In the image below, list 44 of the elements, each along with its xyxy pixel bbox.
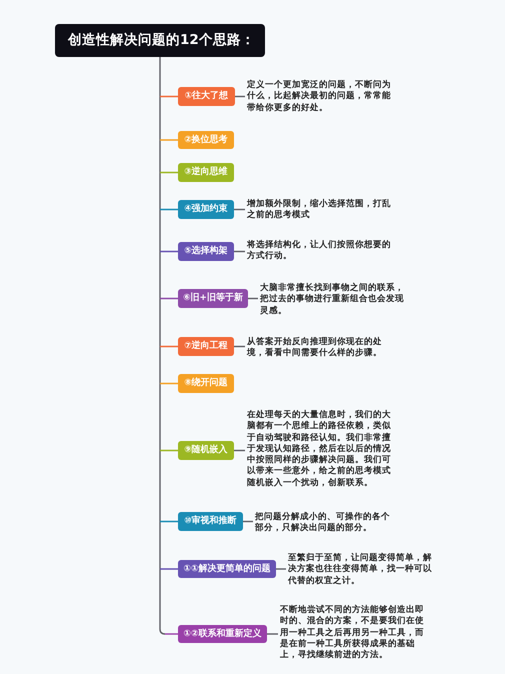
- topic-box: ⑥旧+旧等于新: [178, 289, 248, 308]
- topic-box: ①①解决更简单的问题: [178, 560, 276, 578]
- topic-box: ⑨随机嵌入: [178, 441, 234, 460]
- connector-line: [267, 633, 278, 635]
- description-text: 大脑非常擅长找到事物之间的联系，把过去的事物进行重新组合也会发现灵感。: [260, 283, 411, 317]
- topic-box: ⑧绕开问题: [178, 374, 234, 393]
- topic-box: ④强加约束: [178, 200, 234, 219]
- branch-line: [160, 208, 178, 210]
- connector-line: [243, 520, 253, 522]
- description-text: 将选择结构化，让人们按照你想要的方式行动。: [247, 240, 398, 263]
- connector-line: [234, 250, 245, 252]
- connector-line: [234, 450, 245, 452]
- topic-box: ⑩审视和推断: [178, 512, 243, 531]
- connector-line: [248, 298, 258, 300]
- description-text: 从答案开始反向推理到你现在的处境，看看中间需要什么样的步骤。: [247, 337, 398, 360]
- branch-line: [160, 96, 178, 98]
- description-text: 增加额外限制，缩小选择范围，打乱之前的思考模式: [247, 199, 398, 222]
- description-text: 至繁归于至简，让问题变得简单，解决方案也往往变得简单，找一种可以代替的权宜之计。: [288, 553, 439, 587]
- branch-line: [160, 450, 178, 452]
- connector-line: [235, 96, 245, 98]
- branch-line: [160, 520, 178, 522]
- connector-line: [234, 208, 245, 210]
- branch-line: [160, 250, 178, 252]
- description-text: 定义一个更加宽泛的问题，不断问为什么，比起解决最初的问题，常常能带给你更多的好处。: [247, 80, 398, 114]
- trunk-line: [159, 57, 166, 635]
- connector-line: [276, 568, 286, 570]
- topic-box: ②换位思考: [178, 131, 234, 149]
- branch-line: [160, 382, 178, 384]
- connector-line: [234, 346, 245, 348]
- branch-line: [165, 633, 178, 635]
- branch-line: [160, 568, 178, 570]
- title-box: 创造性解决问题的12个思路：: [55, 24, 265, 57]
- topic-box: ⑤选择构架: [178, 242, 234, 261]
- description-text: 把问题分解成小的、可操作的各个部分，只解决出问题的部分。: [255, 512, 398, 535]
- branch-line: [160, 298, 178, 300]
- topic-box: ①往大了想: [178, 87, 235, 106]
- description-text: 不断地尝试不同的方法能够创造出即时的、混合的方案，不是要我们在使用一种工具之后再用另一种工具，而是在前一种工具所获得成果的基础上，寻找继续前进的方法。: [280, 605, 431, 662]
- topic-box: ①②联系和重新定义: [178, 625, 267, 643]
- branch-line: [160, 346, 178, 348]
- branch-line: [160, 172, 178, 174]
- topic-box: ③逆向思维: [178, 163, 234, 182]
- description-text: 在处理每天的大量信息时，我们的大脑都有一个思维上的路径依赖，类似于自动驾驶和路径认知。我们非常擅于发现认知路径，然后在以后的情况中按照同样的步骤解决问题。我们可以带来一些意外，给之前的思考模式随机嵌入一个扰动，创新联系。: [247, 410, 398, 490]
- branch-line: [160, 139, 178, 141]
- topic-box: ⑦逆向工程: [178, 337, 234, 356]
